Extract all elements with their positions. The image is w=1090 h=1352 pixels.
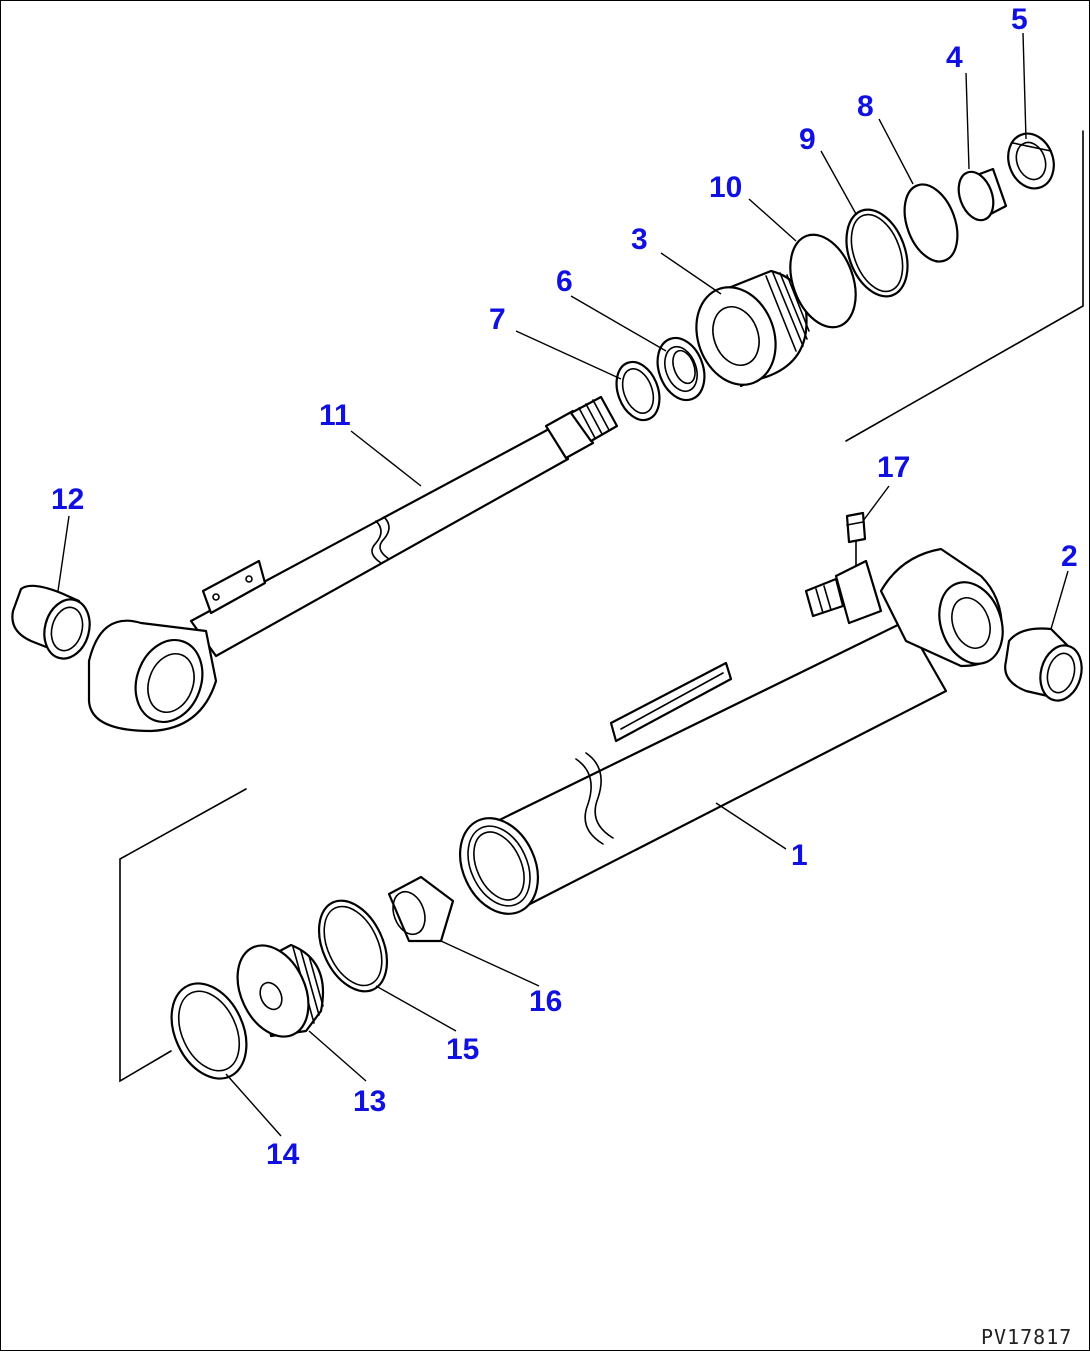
- piston-rod: [189, 395, 619, 658]
- callout-9: 9: [799, 123, 816, 156]
- callout-16: 16: [529, 985, 562, 1018]
- nut-16: [387, 875, 455, 943]
- callout-4: 4: [946, 41, 963, 74]
- piston-3: [695, 269, 810, 388]
- callout-numbers: 1 2 3 4 5 6 7 8 9 10 11 12 13 14 15 16 1…: [51, 3, 1078, 1171]
- callout-8: 8: [857, 90, 874, 123]
- cylinder-head-boss: [879, 547, 1004, 668]
- group-frame-upper: [845, 130, 1084, 442]
- leader-lines: [57, 32, 1069, 1137]
- grease-fitting-17: [845, 511, 867, 544]
- ring-6: [656, 336, 706, 402]
- callout-14: 14: [266, 1138, 300, 1171]
- callout-13: 13: [353, 1085, 386, 1118]
- callout-7: 7: [489, 303, 506, 336]
- callout-5: 5: [1011, 3, 1028, 36]
- bushing-12: [11, 584, 91, 660]
- drawing-code: PV17817: [981, 1325, 1072, 1349]
- bushing-4: [957, 167, 1008, 222]
- callout-1: 1: [791, 839, 808, 872]
- nameplate: [609, 661, 733, 743]
- callout-2: 2: [1061, 540, 1078, 573]
- ring-15: [317, 899, 389, 993]
- ring-8: [903, 183, 959, 263]
- piston-13: [236, 943, 325, 1038]
- bushing-2: [1004, 627, 1083, 702]
- ring-9: [845, 208, 909, 298]
- cylinder-tube: [459, 619, 948, 915]
- group-frame-lower: [119, 788, 247, 1083]
- callout-10: 10: [709, 171, 742, 204]
- callout-12: 12: [51, 483, 84, 516]
- nut-5: [1007, 132, 1055, 190]
- callout-11: 11: [319, 399, 351, 432]
- callout-6: 6: [556, 265, 573, 298]
- callout-17: 17: [877, 451, 910, 484]
- callout-3: 3: [631, 223, 648, 256]
- callout-15: 15: [446, 1033, 479, 1066]
- ring-10: [789, 233, 857, 329]
- rod-eye: [87, 619, 218, 733]
- snap-ring-7: [615, 360, 661, 422]
- ring-14: [170, 982, 248, 1080]
- port-block: [804, 540, 883, 625]
